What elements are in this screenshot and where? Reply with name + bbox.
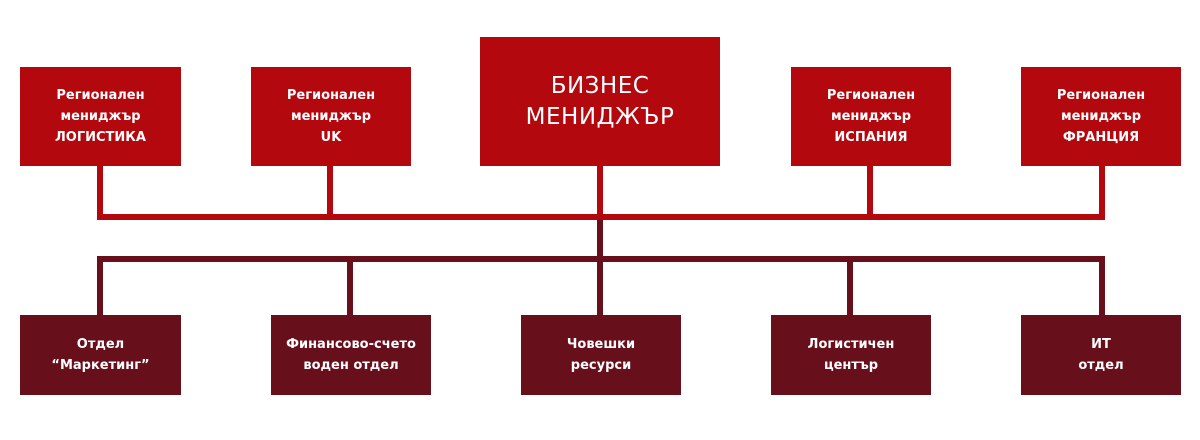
node-regional-spain: Регионален мениджър ИСПАНИЯ: [791, 67, 951, 166]
node-label-line3: UK: [320, 130, 342, 145]
node-dept-marketing: Отдел “Маркетинг”: [20, 315, 181, 395]
node-label-line1: Регионален: [826, 88, 916, 103]
node-business-manager-line2: МЕНИДЖЪР: [525, 103, 675, 130]
node-label-line2: отдел: [1078, 358, 1124, 373]
node-dept-logistics-center: Логистичен център: [771, 315, 931, 395]
connector-regional-2: [327, 165, 333, 220]
node-label-line1: Регионален: [56, 88, 145, 103]
connector-dept-2: [347, 256, 353, 316]
connector-root-down: [597, 165, 603, 220]
connector-regional-1: [97, 165, 103, 220]
connector-regional-3: [867, 165, 873, 220]
connector-trunk: [597, 220, 603, 262]
connector-regional-4: [1099, 165, 1105, 220]
node-label-line2: мениджър: [1060, 109, 1142, 124]
node-label-line1: Логистичен: [807, 337, 895, 352]
connector-dept-3: [597, 256, 603, 316]
node-dept-finance: Финансово-счето воден отдел: [271, 315, 431, 395]
node-label-line1: Финансово-счето: [286, 337, 416, 352]
node-label-line2: “Маркетинг”: [51, 358, 150, 373]
node-label-line2: център: [823, 358, 879, 373]
node-label-line1: ИТ: [1091, 337, 1111, 352]
node-label-line3: ИСПАНИЯ: [834, 130, 908, 145]
node-label-line1: Отдел: [76, 337, 125, 352]
connector-top-bus: [97, 214, 1105, 220]
node-label-line2: воден отдел: [303, 358, 399, 373]
connector-dept-5: [1099, 256, 1105, 316]
node-regional-uk: Регионален мениджър UK: [251, 67, 411, 166]
node-business-manager-line1: БИЗНЕС: [550, 72, 650, 99]
node-regional-france: Регионален мениджър ФРАНЦИЯ: [1021, 67, 1181, 166]
node-dept-it: ИТ отдел: [1021, 315, 1181, 395]
node-label-line2: мениджър: [60, 109, 141, 124]
node-regional-logistics: Регионален мениджър ЛОГИСТИКА: [20, 67, 181, 166]
connector-dept-4: [847, 256, 853, 316]
node-label-line3: ФРАНЦИЯ: [1062, 130, 1140, 145]
node-business-manager: БИЗНЕС МЕНИДЖЪР: [480, 37, 720, 166]
node-label-line1: Регионален: [286, 88, 376, 103]
node-label-line3: ЛОГИСТИКА: [55, 130, 146, 145]
node-label-line2: мениджър: [830, 109, 912, 124]
node-label-line2: ресурси: [570, 358, 632, 373]
node-dept-hr: Човешки ресурси: [521, 315, 681, 395]
connector-dept-1: [97, 256, 103, 316]
node-label-line1: Човешки: [566, 337, 636, 352]
node-label-line2: мениджър: [290, 109, 372, 124]
node-label-line1: Регионален: [1056, 88, 1146, 103]
